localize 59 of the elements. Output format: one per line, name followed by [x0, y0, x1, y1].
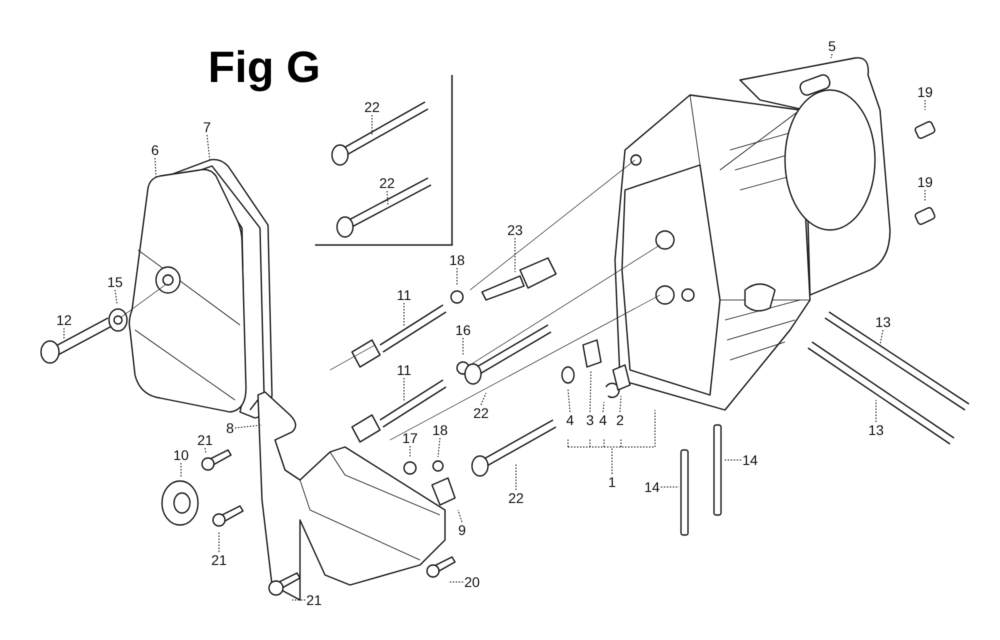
- callout-number: 21: [197, 433, 213, 447]
- callout-number: 4: [599, 413, 607, 427]
- callout-number: 11: [396, 288, 412, 302]
- leader-line: [480, 392, 486, 406]
- callout-number: 14: [644, 480, 660, 494]
- leader-line: [568, 388, 570, 412]
- callout-number: 7: [203, 120, 211, 134]
- callout-number: 12: [56, 313, 72, 327]
- leader-line: [462, 338, 464, 356]
- leader-line: [234, 424, 262, 428]
- leader-line: [154, 158, 156, 178]
- callout-number: 2: [616, 413, 624, 427]
- leader-line: [602, 402, 604, 412]
- leader-line: [456, 268, 458, 286]
- leader-line: [924, 190, 926, 202]
- leader-line: [514, 238, 516, 272]
- callout-number: 22: [379, 176, 395, 190]
- leader-line: [438, 438, 440, 458]
- leader-line: [458, 510, 462, 522]
- callout-number: 21: [306, 593, 322, 607]
- callout-number: 19: [917, 175, 933, 189]
- callout-number: 21: [211, 553, 227, 567]
- callout-number: 15: [107, 275, 123, 289]
- leader-line: [206, 134, 210, 162]
- leader-line: [660, 486, 680, 488]
- callout-number: 20: [464, 575, 480, 589]
- callout-number: 22: [508, 491, 524, 505]
- leader-line: [386, 190, 388, 206]
- callout-number: 23: [507, 223, 523, 237]
- callout-number: 19: [917, 85, 933, 99]
- leader-line: [880, 330, 884, 346]
- callout-number: 10: [173, 448, 189, 462]
- callout-number: 18: [432, 423, 448, 437]
- callout-number: 17: [402, 431, 418, 445]
- leader-line: [114, 290, 118, 304]
- callout-number: 16: [455, 323, 471, 337]
- leader-line: [568, 410, 656, 474]
- callout-number: 8: [226, 421, 234, 435]
- callout-number: 18: [449, 253, 465, 267]
- callout-number: 22: [364, 100, 380, 114]
- leader-line: [620, 396, 622, 412]
- leader-line: [204, 448, 206, 454]
- leader-line: [180, 462, 182, 478]
- callout-number: 5: [828, 39, 836, 53]
- leader-line: [830, 54, 832, 58]
- callout-number: 1: [608, 475, 616, 489]
- callout-number: 6: [151, 143, 159, 157]
- callout-number: 22: [473, 406, 489, 420]
- callout-number: 3: [586, 413, 594, 427]
- callout-number: 13: [868, 423, 884, 437]
- callout-number: 9: [458, 523, 466, 537]
- callout-number: 4: [566, 413, 574, 427]
- leader-line: [924, 100, 926, 110]
- callout-number: 14: [742, 453, 758, 467]
- leader-line: [218, 530, 220, 552]
- figure-title: Fig G: [208, 46, 320, 90]
- callout-number: 13: [875, 315, 891, 329]
- callout-number: 11: [396, 363, 412, 377]
- leader-line: [590, 370, 592, 412]
